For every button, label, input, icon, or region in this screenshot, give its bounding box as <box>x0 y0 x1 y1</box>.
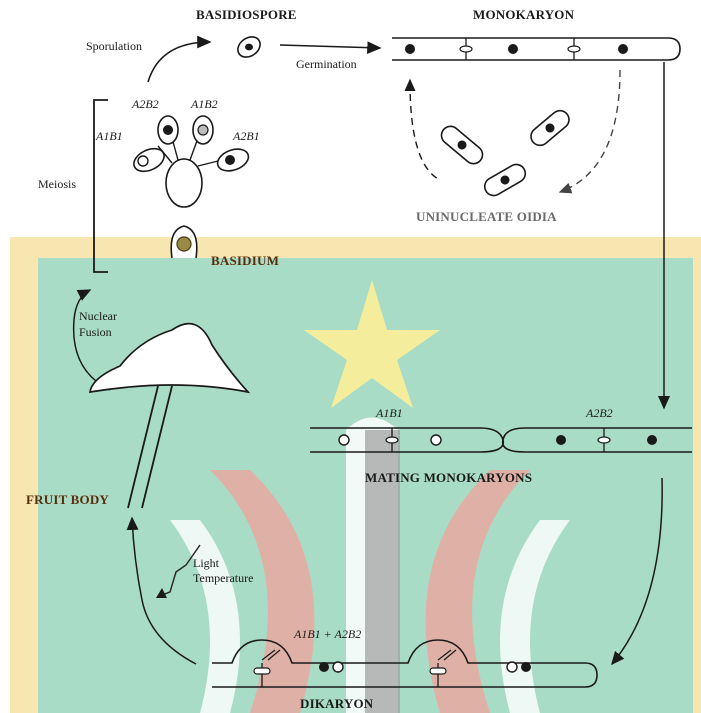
background-watermark <box>10 237 701 713</box>
germination-label: Germination <box>296 57 357 71</box>
plasmogamy-arrow <box>611 477 663 666</box>
lightning-icon <box>159 544 201 597</box>
nuclear-fusion-label: Nuclear Fusion <box>79 309 117 340</box>
uninucleate-oidia <box>440 109 570 197</box>
genotype-a1b1: A1B1 <box>96 129 123 143</box>
sporulation-label: Sporulation <box>86 39 142 53</box>
young-basidium <box>170 225 198 259</box>
mating-genotype-left: A1B1 <box>376 406 403 420</box>
basidium-with-spores <box>133 115 250 208</box>
basidiospore-label: BASIDIOSPORE <box>196 7 297 22</box>
fruit-body-label: FRUIT BODY <box>26 492 110 507</box>
dikaryon-hypha <box>212 639 598 688</box>
sporulation-arrow <box>147 35 212 83</box>
light-temperature-label: Light Temperature <box>193 556 254 585</box>
basidiospore-cell <box>237 36 261 58</box>
meiosis-label: Meiosis <box>38 177 77 191</box>
genotype-a2b2: A2B2 <box>132 97 159 111</box>
mating-monokaryons <box>310 427 692 453</box>
mushroom-fruit-body <box>88 322 251 509</box>
meiosis-bracket <box>93 99 108 273</box>
mating-monokaryons-label: MATING MONOKARYONS <box>365 470 533 485</box>
watermark-star-icon <box>304 280 440 408</box>
oidia-return-arrow <box>409 81 441 181</box>
dikaryon-label: DIKARYON <box>300 696 374 711</box>
oidia-release-arrow <box>558 69 621 194</box>
mating-genotype-right: A2B2 <box>586 406 613 420</box>
genotype-a2b1: A2B1 <box>233 129 260 143</box>
nuclear-fusion-arrow <box>72 289 111 391</box>
fruiting-arrow <box>126 516 197 665</box>
monokaryon-label: MONOKARYON <box>473 7 575 22</box>
germination-arrow <box>279 41 382 55</box>
dikaryon-genotype: A1B1 + A2B2 <box>294 627 362 641</box>
uninucleate-oidia-label: UNINUCLEATE OIDIA <box>416 209 557 224</box>
genotype-a1b2: A1B2 <box>191 97 218 111</box>
basidium-label: BASIDIUM <box>211 253 280 268</box>
monokaryon-hypha <box>392 37 681 61</box>
